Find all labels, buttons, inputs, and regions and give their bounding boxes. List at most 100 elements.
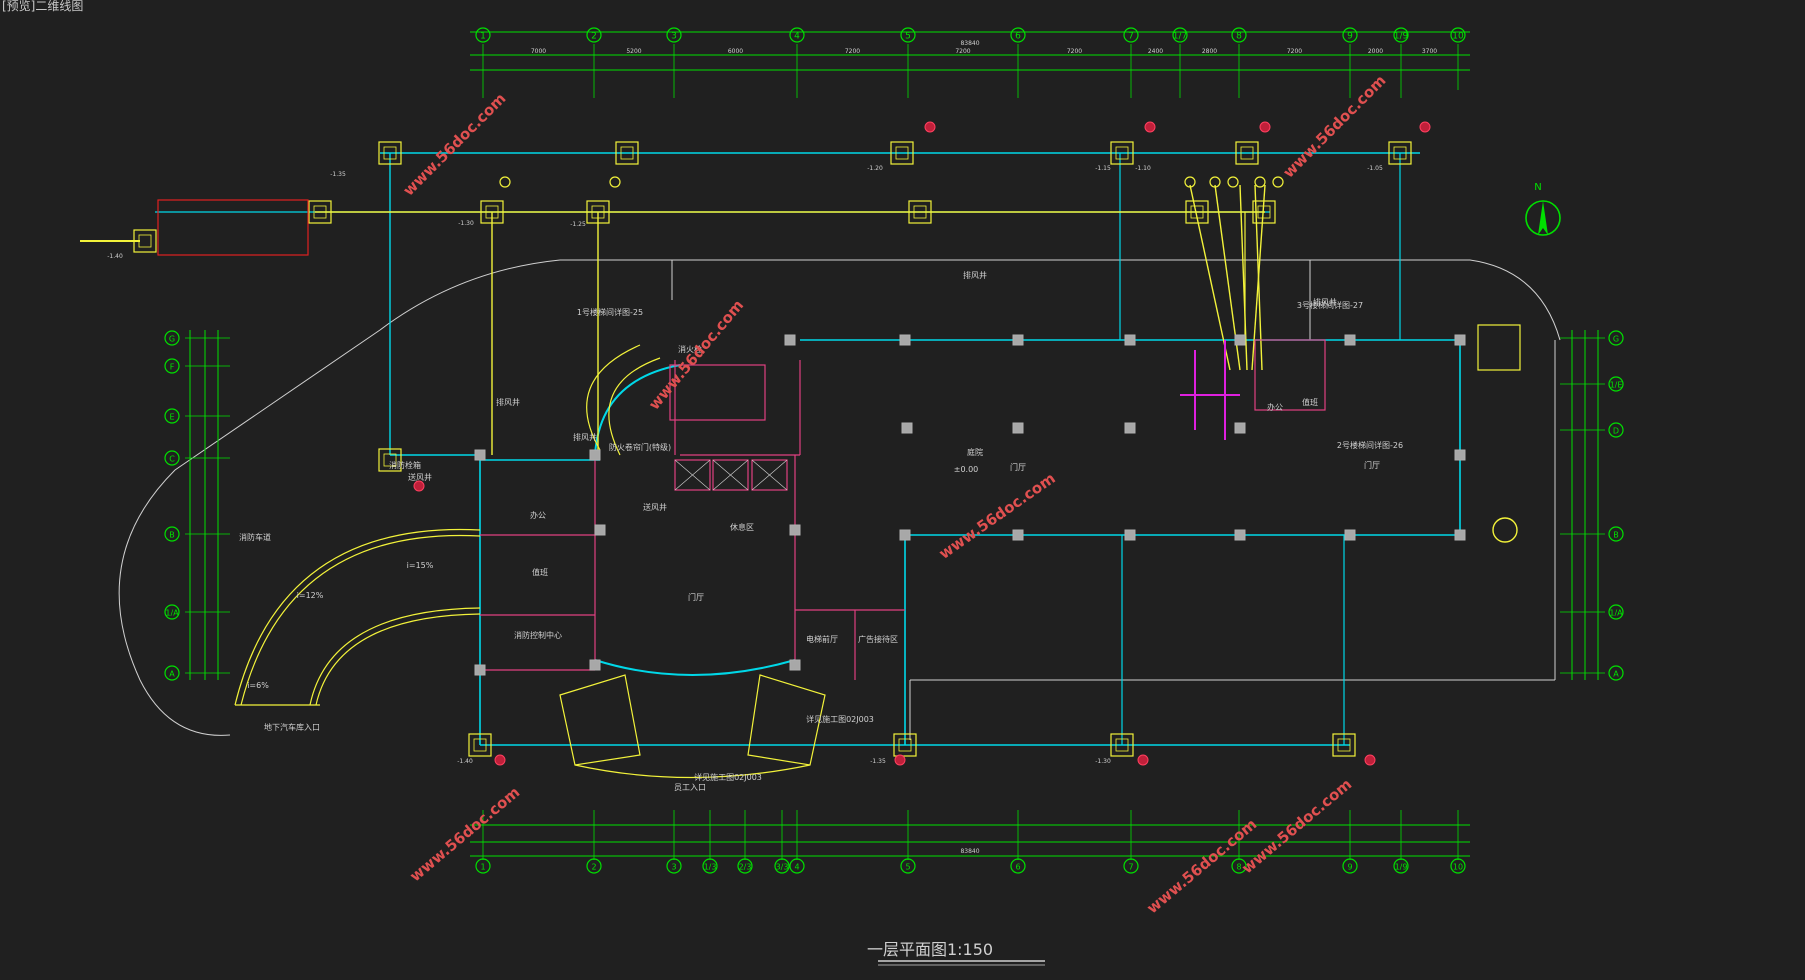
axis-label-bottom-8: 6: [1015, 863, 1020, 872]
pipe-riser-2: [1239, 184, 1248, 371]
axis-label-bottom-4: 2/3: [739, 863, 752, 872]
drawing-title: 一层平面图1:150: [867, 940, 993, 959]
rain-outlet-4: [1227, 176, 1239, 188]
dim-top-8: 7200: [1287, 48, 1302, 55]
site-boundary: [118, 259, 1561, 736]
drainage-pipes: [80, 184, 1521, 779]
column-5: [1344, 334, 1356, 346]
elevator-x-b-0: [674, 459, 711, 491]
axis-bubble-top-2: [666, 27, 682, 43]
inspection-well-10: [1185, 200, 1209, 224]
axis-bubble-right-5: [1608, 665, 1624, 681]
axis-label-top-7: 1/7: [1173, 32, 1187, 42]
axis-bubble-top-6: [1123, 27, 1139, 43]
axis-label-right-0: G: [1613, 335, 1619, 344]
inspection-well-17: [1332, 733, 1356, 757]
annotation-17: 消防车道: [239, 532, 271, 542]
inspection-well-2: [890, 141, 914, 165]
manhole-marker-3: [1419, 121, 1431, 133]
inspection-wells: [133, 121, 1466, 766]
axis-bubble-top-1: [586, 27, 602, 43]
axis-label-bottom-7: 5: [905, 863, 910, 872]
level-mark-6: -1.10: [1135, 165, 1151, 172]
dim-total-top: 83840: [960, 40, 979, 47]
axis-bubble-left-5: [164, 604, 180, 620]
inspection-well-8: [586, 200, 610, 224]
inspection-well-12: [133, 229, 157, 253]
column-19: [594, 524, 606, 536]
ramp-inner-0: [309, 607, 481, 706]
inspection-well-15: [893, 733, 917, 757]
ramp-outer-1: [240, 534, 481, 706]
dim-top-1: 5200: [626, 48, 641, 55]
axis-label-top-5: 6: [1015, 32, 1021, 42]
inspection-well-inner-10: [1190, 205, 1204, 219]
axis-bubble-right-0: [1608, 330, 1624, 346]
axis-label-bottom-10: 8: [1236, 863, 1241, 872]
axis-bubble-bottom-7: [900, 858, 916, 874]
axis-bubble-right-3: [1608, 526, 1624, 542]
axis-bubble-left-4: [164, 526, 180, 542]
column-20: [789, 524, 801, 536]
axis-bubble-top-11: [1450, 27, 1466, 43]
axis-label-left-6: A: [169, 670, 175, 679]
watermark-0: www.56doc.com: [399, 89, 509, 199]
annotation-16: ±0.00: [954, 465, 979, 474]
level-mark-0: -1.40: [107, 253, 123, 260]
outlet-box: [157, 199, 309, 256]
axis-bubble-left-0: [164, 330, 180, 346]
room-label-2: 消防控制中心: [514, 630, 562, 640]
axis-bubble-top-10: [1393, 27, 1409, 43]
column-10: [1234, 529, 1246, 541]
annotation-9: 送风井: [643, 502, 667, 512]
pipe-riser-0: [1189, 184, 1231, 371]
column-3: [1124, 334, 1136, 346]
axis-label-bottom-11: 9: [1347, 863, 1352, 872]
annotation-20: 详见施工图02J003: [694, 772, 762, 782]
axis-bubble-right-2: [1608, 422, 1624, 438]
axis-bubble-top-8: [1231, 27, 1247, 43]
inspection-well-9: [908, 200, 932, 224]
rain-outlet-0: [499, 176, 511, 188]
axis-bubble-top-4: [900, 27, 916, 43]
inspection-well-inner-12: [138, 234, 152, 248]
window-title: [预览]二维线图: [2, 0, 84, 13]
axis-label-right-4: 1/A: [1609, 609, 1623, 618]
axis-bubble-bottom-10: [1231, 858, 1247, 874]
annotation-12: 员工入口: [674, 783, 706, 792]
canopy-curve: [574, 764, 811, 779]
rain-outlet-6: [1272, 176, 1284, 188]
annotation-18: N: [1534, 182, 1541, 193]
column-4: [1234, 334, 1246, 346]
axis-bubble-left-6: [164, 665, 180, 681]
level-mark-7: -1.05: [1367, 165, 1383, 172]
annotation-15: i=6%: [247, 681, 269, 690]
axis-bubble-top-7: [1172, 27, 1188, 43]
inspection-well-inner-1: [620, 146, 634, 160]
labels: 办公值班消防控制中心门厅休息区电梯前厅广告接待区门厅值班办公庭院门厅1号楼梯间详…: [107, 165, 1561, 792]
walls: [155, 152, 1461, 746]
axis-label-bottom-13: 10: [1453, 863, 1463, 872]
inspection-well-16: [1110, 733, 1134, 757]
ramp-inner-1: [315, 613, 481, 706]
column-9: [1124, 529, 1136, 541]
axis-label-left-4: B: [169, 531, 175, 540]
watermark-2: www.56doc.com: [936, 469, 1059, 563]
dim-top-9: 2000: [1368, 48, 1383, 55]
room-label-7: 门厅: [1364, 460, 1380, 470]
wall-curve-north: [594, 364, 681, 456]
inspection-well-3: [1110, 141, 1134, 165]
annotation-13: i=12%: [297, 591, 324, 600]
column-14: [1012, 422, 1024, 434]
axis-label-bottom-5: 3/3: [776, 863, 789, 872]
column-1: [899, 334, 911, 346]
axis-bubble-bottom-6: [789, 858, 805, 874]
annotation-11: 地下汽车库入口: [264, 722, 320, 732]
column-7: [899, 529, 911, 541]
axis-label-top-10: 1/9: [1394, 32, 1409, 42]
inspection-well-0: [378, 141, 402, 165]
room-label-4: 休息区: [730, 522, 754, 532]
annotation-5: 排风井: [963, 270, 987, 280]
